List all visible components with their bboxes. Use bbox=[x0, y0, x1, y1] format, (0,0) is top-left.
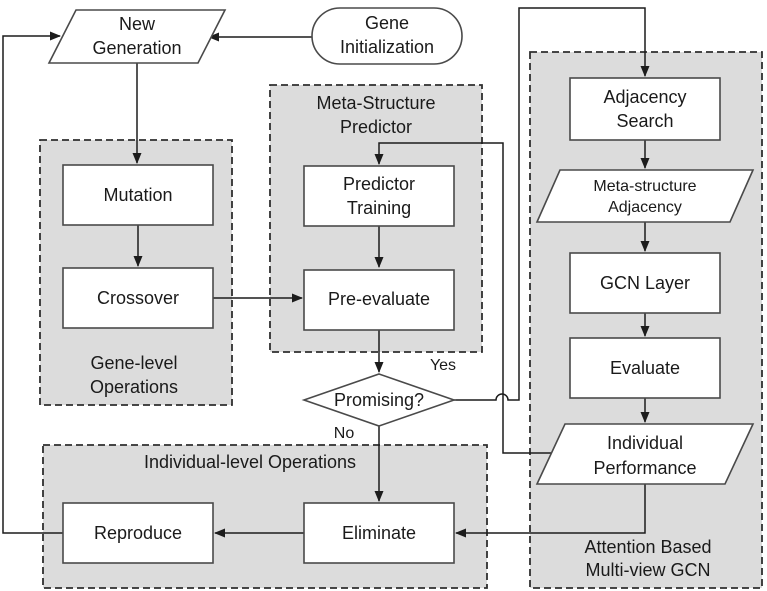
node-individual-performance: Individual Performance bbox=[535, 423, 755, 485]
gene-initialization-shape bbox=[311, 7, 463, 65]
individual-performance-label: Individual bbox=[607, 433, 683, 453]
attention-gcn-region-label: Multi-view GCN bbox=[585, 560, 710, 580]
node-adjacency-search: Adjacency Search bbox=[569, 77, 721, 141]
crossover-shape bbox=[62, 267, 214, 329]
edge-promising-yes-to-adjacency-search bbox=[454, 7, 650, 401]
gcn-layer-label: GCN Layer bbox=[600, 273, 690, 293]
node-reproduce: Reproduce bbox=[62, 502, 214, 564]
node-eliminate: Eliminate bbox=[303, 502, 455, 564]
node-gcn-layer: GCN Layer bbox=[569, 252, 721, 314]
crossover-label: Crossover bbox=[97, 288, 179, 308]
pre-evaluate-label: Pre-evaluate bbox=[328, 289, 430, 309]
promising-shape bbox=[301, 373, 457, 427]
individual-level-region-label: Individual-level Operations bbox=[144, 452, 356, 472]
edges bbox=[2, 7, 650, 538]
node-pre-evaluate: Pre-evaluate bbox=[303, 269, 455, 331]
node-mutation: Mutation bbox=[62, 164, 214, 226]
new-generation-shape bbox=[47, 9, 227, 64]
reproduce-label: Reproduce bbox=[94, 523, 182, 543]
promising-label: Promising? bbox=[334, 390, 424, 410]
attention-gcn-region-label: Attention Based bbox=[584, 537, 711, 557]
edge-individual-performance-to-predictor-training bbox=[374, 142, 551, 454]
meta-structure-adjacency-label: Meta-structure bbox=[593, 178, 696, 195]
adjacency-search-shape bbox=[569, 77, 721, 141]
meta-structure-adjacency-label: Adjacency bbox=[608, 199, 682, 216]
pre-evaluate-shape bbox=[303, 269, 455, 331]
meta-structure-region-label: Predictor bbox=[340, 117, 412, 137]
region-attention-multiview-gcn: Attention Based Multi-view GCN bbox=[529, 51, 763, 589]
predictor-training-label: Predictor bbox=[343, 174, 415, 194]
individual-performance-label: Performance bbox=[593, 458, 696, 478]
mutation-shape bbox=[62, 164, 214, 226]
node-new-generation: New Generation bbox=[47, 9, 227, 64]
adjacency-search-label: Adjacency bbox=[603, 87, 686, 107]
meta-structure-region-label: Meta-Structure bbox=[316, 93, 435, 113]
new-generation-label: Generation bbox=[92, 38, 181, 58]
predictor-training-label: Training bbox=[347, 198, 411, 218]
edge-reproduce-to-new-generation bbox=[2, 31, 63, 534]
individual-performance-shape bbox=[535, 423, 755, 485]
edge-individual-performance-to-eliminate bbox=[455, 484, 646, 538]
gene-initialization-label: Initialization bbox=[340, 37, 434, 57]
gene-level-region-label: Operations bbox=[90, 377, 178, 397]
node-meta-structure-adjacency: Meta-structure Adjacency bbox=[535, 169, 755, 223]
eliminate-shape bbox=[303, 502, 455, 564]
mutation-label: Mutation bbox=[103, 185, 172, 205]
adjacency-search-label: Search bbox=[616, 111, 673, 131]
meta-structure-adjacency-shape bbox=[535, 169, 755, 223]
gene-level-region-label: Gene-level bbox=[90, 353, 177, 373]
node-crossover: Crossover bbox=[62, 267, 214, 329]
node-predictor-training: Predictor Training bbox=[303, 165, 455, 227]
eliminate-label: Eliminate bbox=[342, 523, 416, 543]
new-generation-label: New bbox=[119, 14, 156, 34]
node-evaluate: Evaluate bbox=[569, 337, 721, 399]
evaluate-shape bbox=[569, 337, 721, 399]
edge-label-yes: Yes bbox=[430, 357, 456, 374]
node-gene-initialization: Gene Initialization bbox=[311, 7, 463, 65]
node-promising-decision: Promising? bbox=[301, 373, 457, 427]
predictor-training-shape bbox=[303, 165, 455, 227]
gene-initialization-label: Gene bbox=[365, 13, 409, 33]
gcn-layer-shape bbox=[569, 252, 721, 314]
evaluate-label: Evaluate bbox=[610, 358, 680, 378]
attention-gcn-region-box bbox=[529, 51, 763, 589]
reproduce-shape bbox=[62, 502, 214, 564]
edge-label-no: No bbox=[334, 425, 355, 442]
